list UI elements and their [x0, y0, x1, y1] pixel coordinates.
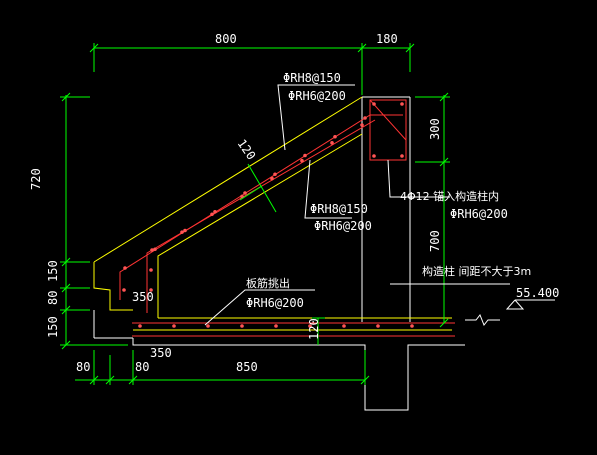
note-column-main: 4Φ12 锚入构造柱内 — [400, 189, 499, 203]
dim-left-150-top: 150 — [46, 260, 60, 282]
rebar-dot — [400, 102, 404, 106]
note-mid-rebar-1: ΦRH8@150 — [310, 202, 368, 216]
rebar-dot — [172, 324, 176, 328]
rebar-dot — [300, 158, 304, 163]
dim-top-180: 180 — [376, 32, 398, 46]
rebar-dot — [240, 324, 244, 328]
rebar-dot — [333, 134, 337, 139]
rebar-dot — [410, 324, 414, 328]
dim-slab-120: 120 — [307, 318, 321, 340]
dim-top-800: 800 — [215, 32, 237, 46]
note-column-spacing: 构造柱 间距不大于3m — [422, 264, 531, 278]
note-top-rebar-1: ΦRH8@150 — [283, 71, 341, 85]
rebar-dot — [376, 324, 380, 328]
rebar-dot — [372, 102, 376, 106]
rebar-dot — [149, 268, 153, 272]
leader-lines — [204, 84, 555, 326]
rebar-dot — [400, 154, 404, 158]
elevation-label: 55.400 — [516, 286, 559, 300]
canopy-outline — [93, 96, 452, 331]
rebar-dot — [243, 191, 247, 195]
dim-slope-120: 120 — [235, 137, 259, 163]
rebar-dot — [153, 247, 157, 252]
rebar-dot — [372, 154, 376, 158]
dim-right-300: 300 — [428, 118, 442, 140]
note-top-rebar-2: ΦRH6@200 — [288, 89, 346, 103]
note-slab-cantilever: 板筋挑出 — [246, 276, 290, 290]
rebar-dot — [273, 172, 277, 177]
dim-left-150-bottom: 150 — [46, 316, 60, 338]
dim-bottom-80b: 80 — [135, 360, 149, 374]
rebar-dot — [149, 288, 153, 292]
dim-right-700: 700 — [428, 230, 442, 252]
concrete-outline — [93, 96, 500, 411]
dim-bottom-850: 850 — [236, 360, 258, 374]
rebar-dot — [308, 324, 312, 328]
dim-bottom-350: 350 — [150, 346, 172, 360]
rebar-dot — [213, 209, 217, 214]
rebar-dot — [240, 194, 244, 199]
note-mid-rebar-2: ΦRH6@200 — [314, 219, 372, 233]
rebar-dot — [150, 248, 154, 252]
rebar-dot — [342, 324, 346, 328]
rebar-dot — [180, 230, 184, 234]
rebar-dot — [303, 153, 307, 158]
rebar-dot — [122, 288, 126, 292]
rebar-dots — [122, 102, 414, 328]
dim-bottom-80: 80 — [76, 360, 90, 374]
rebar-dot — [183, 228, 187, 233]
dimension-lines — [60, 43, 450, 385]
rebar-dot — [206, 324, 210, 328]
dim-left-80: 80 — [46, 291, 60, 305]
rebar-dot — [274, 324, 278, 328]
rebar-dot — [210, 212, 214, 217]
rebar-dot — [363, 116, 367, 120]
rebar-dot — [123, 266, 127, 270]
dim-left-720: 720 — [29, 168, 43, 190]
rebar-dot — [360, 123, 364, 127]
rebar-dot — [330, 141, 334, 145]
rebar-dot — [138, 324, 142, 328]
dim-corner-350: 350 — [132, 290, 154, 304]
note-column-stirrup: ΦRH6@200 — [450, 207, 508, 221]
rebar-dot — [270, 176, 274, 181]
note-slab-rebar: ΦRH6@200 — [246, 296, 304, 310]
